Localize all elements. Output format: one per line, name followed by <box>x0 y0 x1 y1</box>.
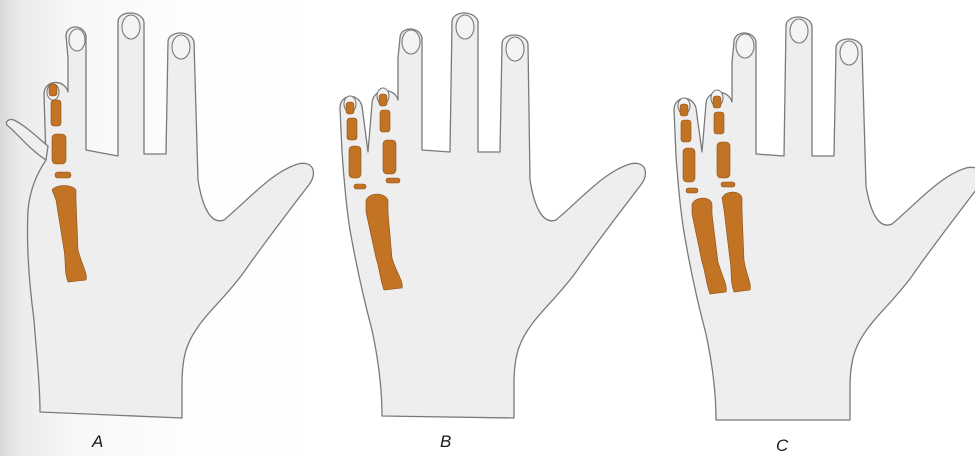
bone-b1-sesamoid <box>354 184 366 189</box>
bone-c1-sesamoid <box>686 188 698 193</box>
panel-label-a: A <box>92 433 103 450</box>
hand-c-outline <box>674 17 975 420</box>
nail-b-3 <box>506 37 524 61</box>
bone-b1-distal <box>346 102 354 114</box>
nail-a-1 <box>69 29 85 51</box>
nail-c-1 <box>736 34 754 58</box>
bone-c1-middle <box>681 120 691 142</box>
hand-a-extra-digit-outline <box>6 120 48 160</box>
nail-b-2 <box>456 15 474 39</box>
nail-a-2 <box>122 15 140 39</box>
hand-b <box>340 13 645 418</box>
bone-a-sesamoid <box>55 172 71 178</box>
nail-a-3 <box>172 35 190 59</box>
nail-c-3 <box>840 41 858 65</box>
bone-a-middle <box>51 100 61 126</box>
bone-b2-distal <box>379 94 387 106</box>
panel-label-c: C <box>776 437 788 454</box>
nail-c-2 <box>790 19 808 43</box>
bone-b1-middle <box>347 118 357 140</box>
bone-c2-sesamoid <box>721 182 735 187</box>
bone-b2-middle <box>380 110 390 132</box>
hand-c <box>674 17 975 420</box>
hand-a <box>6 13 313 418</box>
bone-c2-distal <box>713 96 721 108</box>
bone-b2-proximal <box>383 140 396 174</box>
bone-c2-middle <box>714 112 724 134</box>
bone-a-proximal <box>52 134 66 164</box>
bone-a-distal <box>49 84 57 96</box>
bone-b2-sesamoid <box>386 178 400 183</box>
bone-c1-proximal <box>683 148 695 182</box>
bone-c2-proximal <box>717 142 730 178</box>
bone-c1-distal <box>680 104 688 116</box>
bone-b1-proximal <box>349 146 361 178</box>
panel-label-b: B <box>440 433 451 450</box>
nail-b-1 <box>402 30 420 54</box>
